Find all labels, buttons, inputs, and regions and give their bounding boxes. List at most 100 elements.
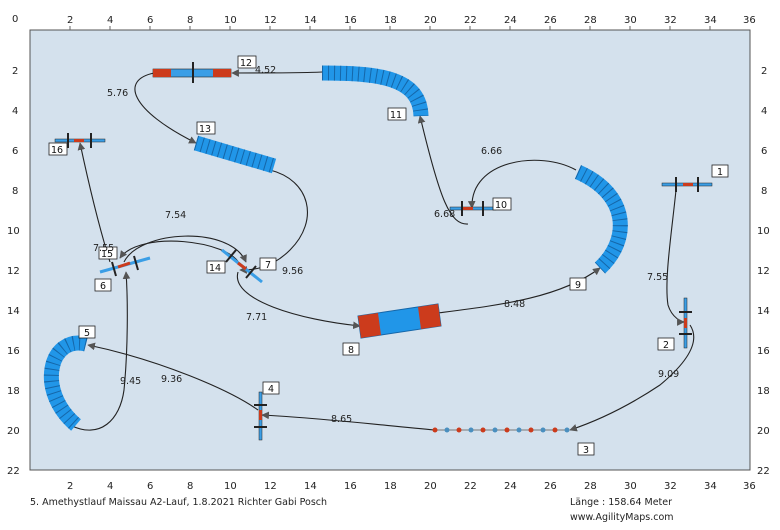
tick-label: 10 [224, 481, 237, 492]
path-segment [119, 240, 241, 266]
distance-label: 9.09 [658, 369, 679, 380]
tick-label: 2 [12, 66, 18, 77]
tick-label: 22 [464, 15, 477, 26]
y-axis-right: 2 4 6 8 10 12 14 16 18 20 22 [757, 66, 770, 477]
tick-label: 12 [7, 266, 20, 277]
path-segment [123, 235, 247, 263]
path-segment [467, 159, 577, 209]
tick-label: 10 [757, 226, 770, 237]
path-segment [239, 169, 308, 274]
hurdle-7-14 [221, 248, 263, 284]
tick-label: 2 [761, 66, 767, 77]
hurdle-12 [152, 62, 232, 83]
tick-label: 12 [757, 266, 770, 277]
tick-label: 20 [757, 426, 770, 437]
obstacle-number: 4 [268, 384, 274, 395]
tick-label: 28 [584, 15, 597, 26]
tick-label: 12 [264, 481, 277, 492]
tick-label: 4 [761, 106, 767, 117]
tick-label: 16 [757, 346, 770, 357]
tick-label: 6 [12, 146, 18, 157]
path-segment [417, 115, 469, 225]
tunnel-9 [574, 165, 628, 274]
tunnel-8 [357, 303, 442, 339]
tick-label: 26 [544, 15, 557, 26]
weave-poles-3 [432, 427, 570, 433]
distance-label: 6.68 [434, 209, 455, 220]
tick-label: 32 [664, 15, 677, 26]
tick-label: 6 [761, 146, 767, 157]
tick-label: 14 [304, 481, 317, 492]
tick-label: 34 [704, 481, 717, 492]
hurdle-10 [449, 201, 497, 216]
course-length: Länge : 158.64 Meter [570, 497, 673, 508]
obstacle-number: 5 [84, 328, 90, 339]
tick-label: 18 [384, 15, 397, 26]
path-segment [69, 271, 131, 431]
tick-label: 20 [7, 426, 20, 437]
distance-label: 9.36 [161, 374, 182, 385]
tick-label: 28 [584, 481, 597, 492]
path-segment [569, 324, 695, 432]
y-axis-left: 0 2 4 6 8 10 12 14 16 18 20 22 [7, 14, 20, 477]
tick-label: 20 [424, 15, 437, 26]
tick-label: 4 [107, 15, 113, 26]
tick-label: 14 [304, 15, 317, 26]
distance-label: 8.65 [331, 414, 352, 425]
obstacle-number: 3 [583, 445, 589, 456]
obstacle-number: 2 [663, 340, 669, 351]
tick-label: 16 [7, 346, 20, 357]
website-link[interactable]: www.AgilityMaps.com [570, 512, 674, 523]
hurdle-6-15 [99, 255, 151, 277]
tick-label: 36 [743, 15, 756, 26]
obstacle-labels: 1 2 3 4 5 6 7 8 9 10 11 12 13 14 15 16 [48, 55, 729, 456]
distance-label: 9.56 [282, 266, 303, 277]
tick-label: 2 [67, 481, 73, 492]
tick-label: 8 [761, 186, 767, 197]
x-axis-top: 2 4 6 8 10 12 14 16 18 20 22 24 26 28 30… [67, 15, 756, 26]
obstacle-number: 15 [101, 249, 113, 260]
tunnel-5 [44, 335, 88, 431]
obstacle-number: 12 [240, 58, 252, 69]
obstacle-number: 7 [265, 260, 271, 271]
tick-label: 0 [12, 14, 18, 25]
distance-label: 4.52 [255, 65, 276, 76]
tick-label: 34 [704, 15, 717, 26]
obstacle-number: 1 [717, 167, 723, 178]
tick-label: 8 [187, 481, 193, 492]
tick-label: 10 [7, 226, 20, 237]
tick-label: 12 [264, 15, 277, 26]
distance-label: 7.55 [93, 243, 114, 254]
tick-label: 30 [624, 15, 637, 26]
path-segment [87, 342, 259, 411]
tick-label: 26 [544, 481, 557, 492]
distance-label: 7.54 [165, 210, 186, 221]
distance-label: 8.48 [504, 299, 525, 310]
obstacle-number: 10 [495, 200, 507, 211]
tick-label: 14 [757, 306, 770, 317]
obstacle-number: 11 [390, 110, 402, 121]
tick-label: 30 [624, 481, 637, 492]
obstacle-number: 9 [575, 280, 581, 291]
distance-label: 7.71 [246, 312, 267, 323]
course-field [29, 29, 751, 471]
obstacle-number: 8 [348, 345, 354, 356]
obstacle-number: 14 [209, 263, 221, 274]
tick-label: 18 [384, 481, 397, 492]
tick-label: 10 [224, 15, 237, 26]
tick-label: 6 [147, 481, 153, 492]
tick-label: 6 [147, 15, 153, 26]
tick-label: 16 [344, 481, 357, 492]
tick-label: 32 [664, 481, 677, 492]
tick-label: 4 [107, 481, 113, 492]
distance-label: 6.66 [481, 146, 502, 157]
obstacle-number: 16 [51, 145, 63, 156]
tick-label: 18 [7, 386, 20, 397]
hurdle-16 [54, 133, 106, 148]
tick-label: 14 [7, 306, 20, 317]
x-axis-bottom: 2 4 6 8 10 12 14 16 18 20 22 24 26 28 30… [67, 481, 756, 492]
distance-label: 5.76 [107, 88, 128, 99]
tick-label: 16 [344, 15, 357, 26]
tick-label: 2 [67, 15, 73, 26]
